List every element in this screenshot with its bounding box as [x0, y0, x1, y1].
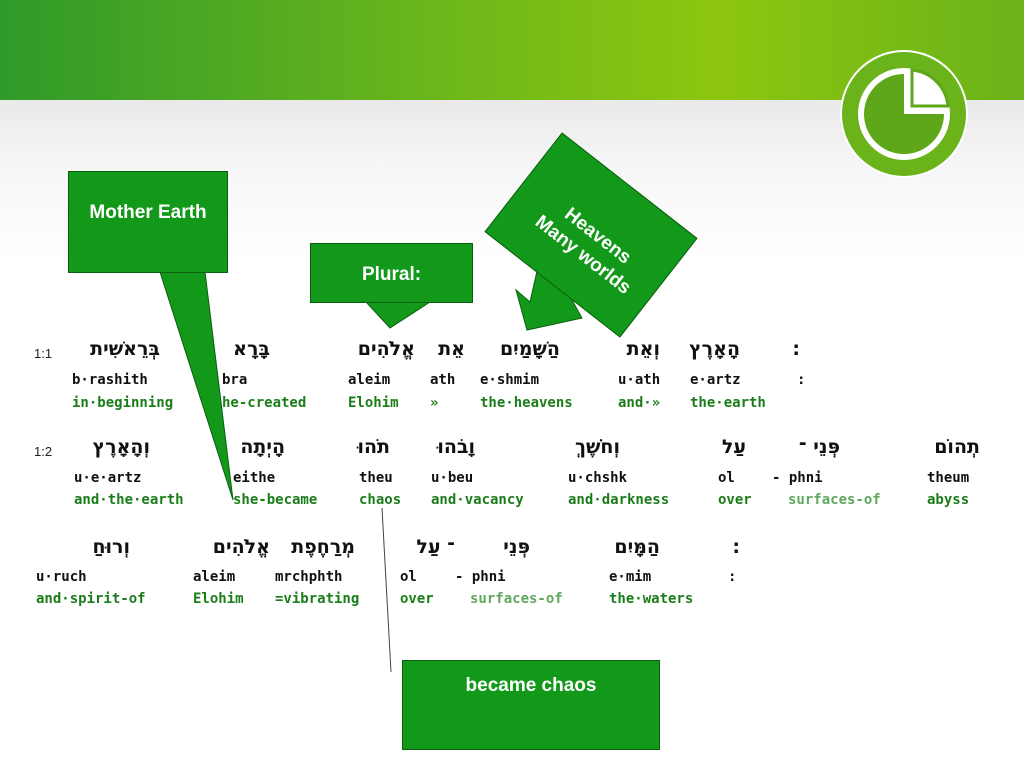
translation: and·»	[618, 395, 661, 411]
verse-ref: 1:2	[34, 444, 53, 459]
transliteration: aleim	[193, 569, 236, 585]
translation: surfaces-of	[788, 492, 881, 508]
hebrew-word: בְּרֵאשִׁית	[90, 338, 160, 360]
transliteration: - phni	[772, 470, 823, 486]
translation: the·heavens	[480, 395, 573, 411]
transliteration: u·chshk	[568, 470, 628, 486]
transliteration: ol	[400, 569, 417, 585]
transliteration: mrchphth	[275, 569, 343, 585]
pie-chart-logo-icon	[840, 50, 968, 178]
hebrew-word: פְּנֵי ־	[798, 436, 840, 458]
transliteration: u·ruch	[36, 569, 87, 585]
transliteration: u·e·artz	[74, 470, 142, 486]
translation: =vibrating	[275, 591, 360, 607]
hebrew-word: אֱלֹהִים	[357, 338, 415, 360]
plural-label: Plural:	[361, 264, 422, 285]
hebrew-word: וְאֵת	[626, 338, 660, 360]
hebrew-word: תֹהוּ	[357, 436, 390, 458]
translation: the·waters	[609, 591, 694, 607]
became-chaos-label: became chaos	[465, 675, 597, 696]
translation: chaos	[359, 492, 402, 508]
translation: over	[718, 492, 752, 508]
transliteration: aleim	[348, 372, 391, 388]
transliteration: - phni	[455, 569, 506, 585]
translation: Elohim	[348, 395, 399, 411]
transliteration: u·ath	[618, 372, 661, 388]
hebrew-word: הַשָּׁמַיִם	[499, 338, 560, 360]
translation: she-became	[233, 492, 318, 508]
translation: over	[400, 591, 434, 607]
hebrew-word: :	[732, 536, 740, 558]
translation: and·the·earth	[74, 492, 184, 508]
translation: the·earth	[690, 395, 766, 411]
hebrew-word: תְהוֹם	[934, 436, 980, 458]
became-chaos-callout: became chaos	[402, 660, 660, 750]
hebrew-word: הָיְתָה	[240, 436, 285, 458]
verse-ref: 1:1	[34, 346, 53, 361]
plural-callout: Plural:	[310, 243, 473, 303]
transliteration: eithe	[233, 470, 276, 486]
translation: and·darkness	[568, 492, 670, 508]
transliteration: bra	[222, 372, 248, 388]
hebrew-word: ־ עַל	[416, 536, 455, 558]
translation: and·spirit-of	[36, 591, 146, 607]
transliteration: :	[797, 372, 806, 388]
hebrew-word: וְהָאָרֶץ	[92, 436, 150, 458]
hebrew-word: :	[792, 338, 800, 360]
transliteration: e·mim	[609, 569, 652, 585]
hebrew-word: פְּנֵי	[503, 536, 530, 558]
mother-earth-label: Mother Earth	[89, 202, 207, 223]
transliteration: theu	[359, 470, 393, 486]
transliteration: ol	[718, 470, 735, 486]
mother-earth-callout: Mother Earth	[68, 171, 228, 273]
transliteration: e·shmim	[480, 372, 540, 388]
hebrew-word: וְחֹשֶׁךְ	[575, 436, 620, 458]
transliteration: theum	[927, 470, 970, 486]
transliteration: u·beu	[431, 470, 474, 486]
hebrew-word: בָּרָא	[233, 338, 270, 360]
transliteration: b·rashith	[72, 372, 148, 388]
transliteration: :	[728, 569, 737, 585]
translation: and·vacancy	[431, 492, 524, 508]
hebrew-word: עַל	[721, 436, 746, 458]
hebrew-word: הָאָרֶץ	[689, 338, 740, 360]
hebrew-word: אֱלֹהִים	[212, 536, 270, 558]
hebrew-word: וְרוּחַ	[92, 536, 130, 558]
translation: he-created	[222, 395, 307, 411]
transliteration: e·artz	[690, 372, 741, 388]
hebrew-word: הַמָּיִם	[614, 536, 660, 558]
hebrew-word: אֵת	[438, 338, 465, 360]
translation: Elohim	[193, 591, 244, 607]
translation: surfaces-of	[470, 591, 563, 607]
translation: in·beginning	[72, 395, 174, 411]
translation: abyss	[927, 492, 970, 508]
hebrew-word: מְרַחֶפֶת	[291, 536, 355, 558]
hebrew-word: וָבֹהוּ	[437, 436, 475, 458]
translation: »	[430, 395, 439, 411]
transliteration: ath	[430, 372, 456, 388]
